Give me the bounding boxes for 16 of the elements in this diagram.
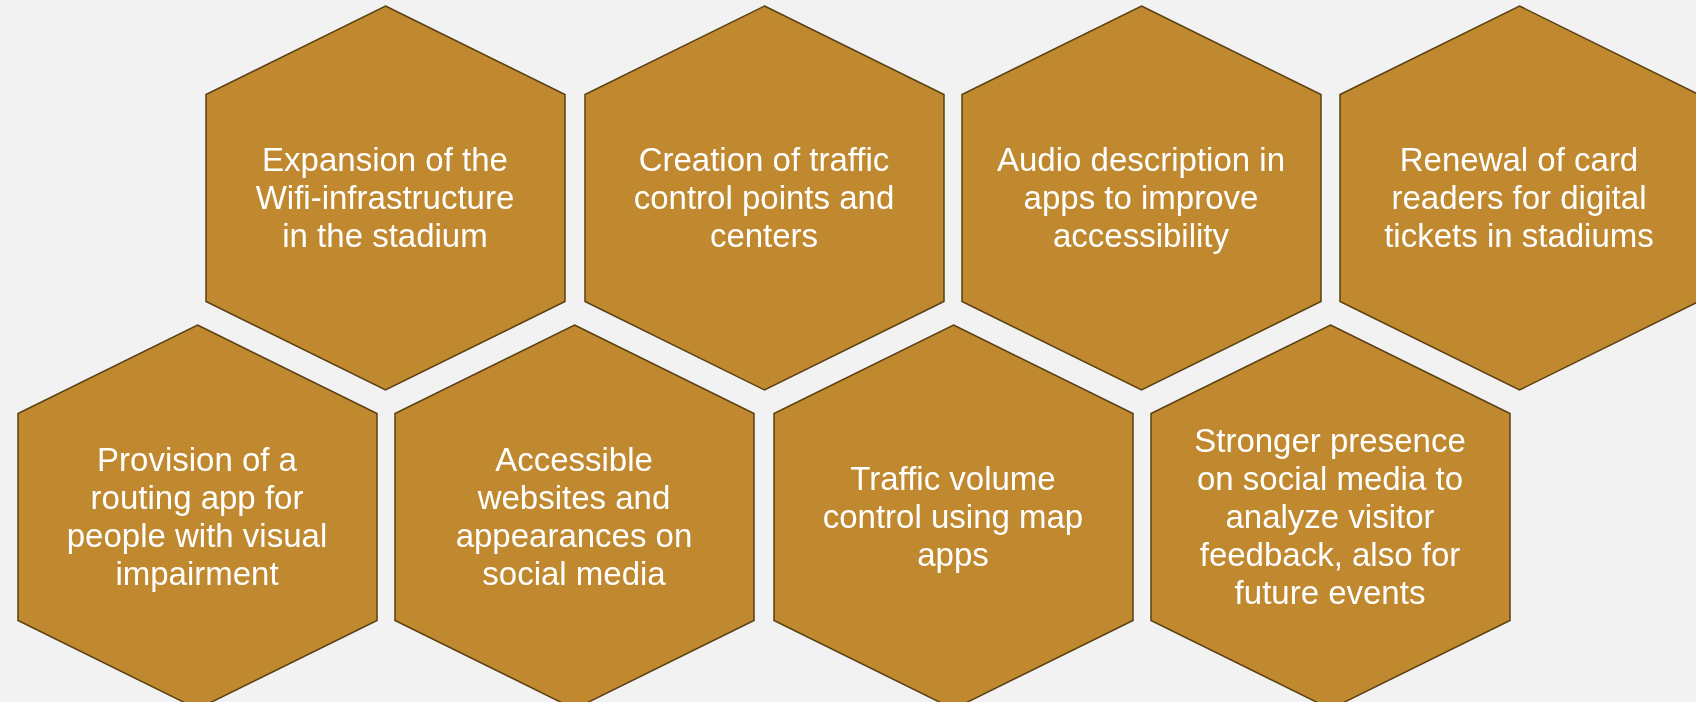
hexagon-tile bbox=[1149, 324, 1511, 702]
hexagon-tile bbox=[1338, 5, 1696, 391]
hexagon-tile bbox=[16, 324, 378, 702]
tile-text: Provision of a routing app for people with visual impairment bbox=[65, 441, 329, 593]
tile-text: Creation of traffic control points and centers bbox=[632, 141, 896, 255]
tile-text: Traffic volume control using map apps bbox=[821, 460, 1085, 574]
tile-text: Audio description in apps to improve accessibility bbox=[996, 141, 1286, 255]
hexagon-tile bbox=[772, 324, 1134, 702]
tile-text: Expansion of the Wifi-infrastructure in the stadium bbox=[254, 141, 516, 255]
tile-text: Renewal of card readers for digital tickets in stadiums bbox=[1383, 141, 1655, 255]
tile-text: Stronger presence on social media to analyze visitor feedback, also for future events bbox=[1193, 422, 1467, 612]
hexagon-tile bbox=[583, 5, 945, 391]
hexagon-tile bbox=[960, 5, 1322, 391]
tile-text: Accessible websites and appearances on social media bbox=[454, 441, 694, 593]
hexagon-tile bbox=[393, 324, 755, 702]
hexagon-tile bbox=[204, 5, 566, 391]
